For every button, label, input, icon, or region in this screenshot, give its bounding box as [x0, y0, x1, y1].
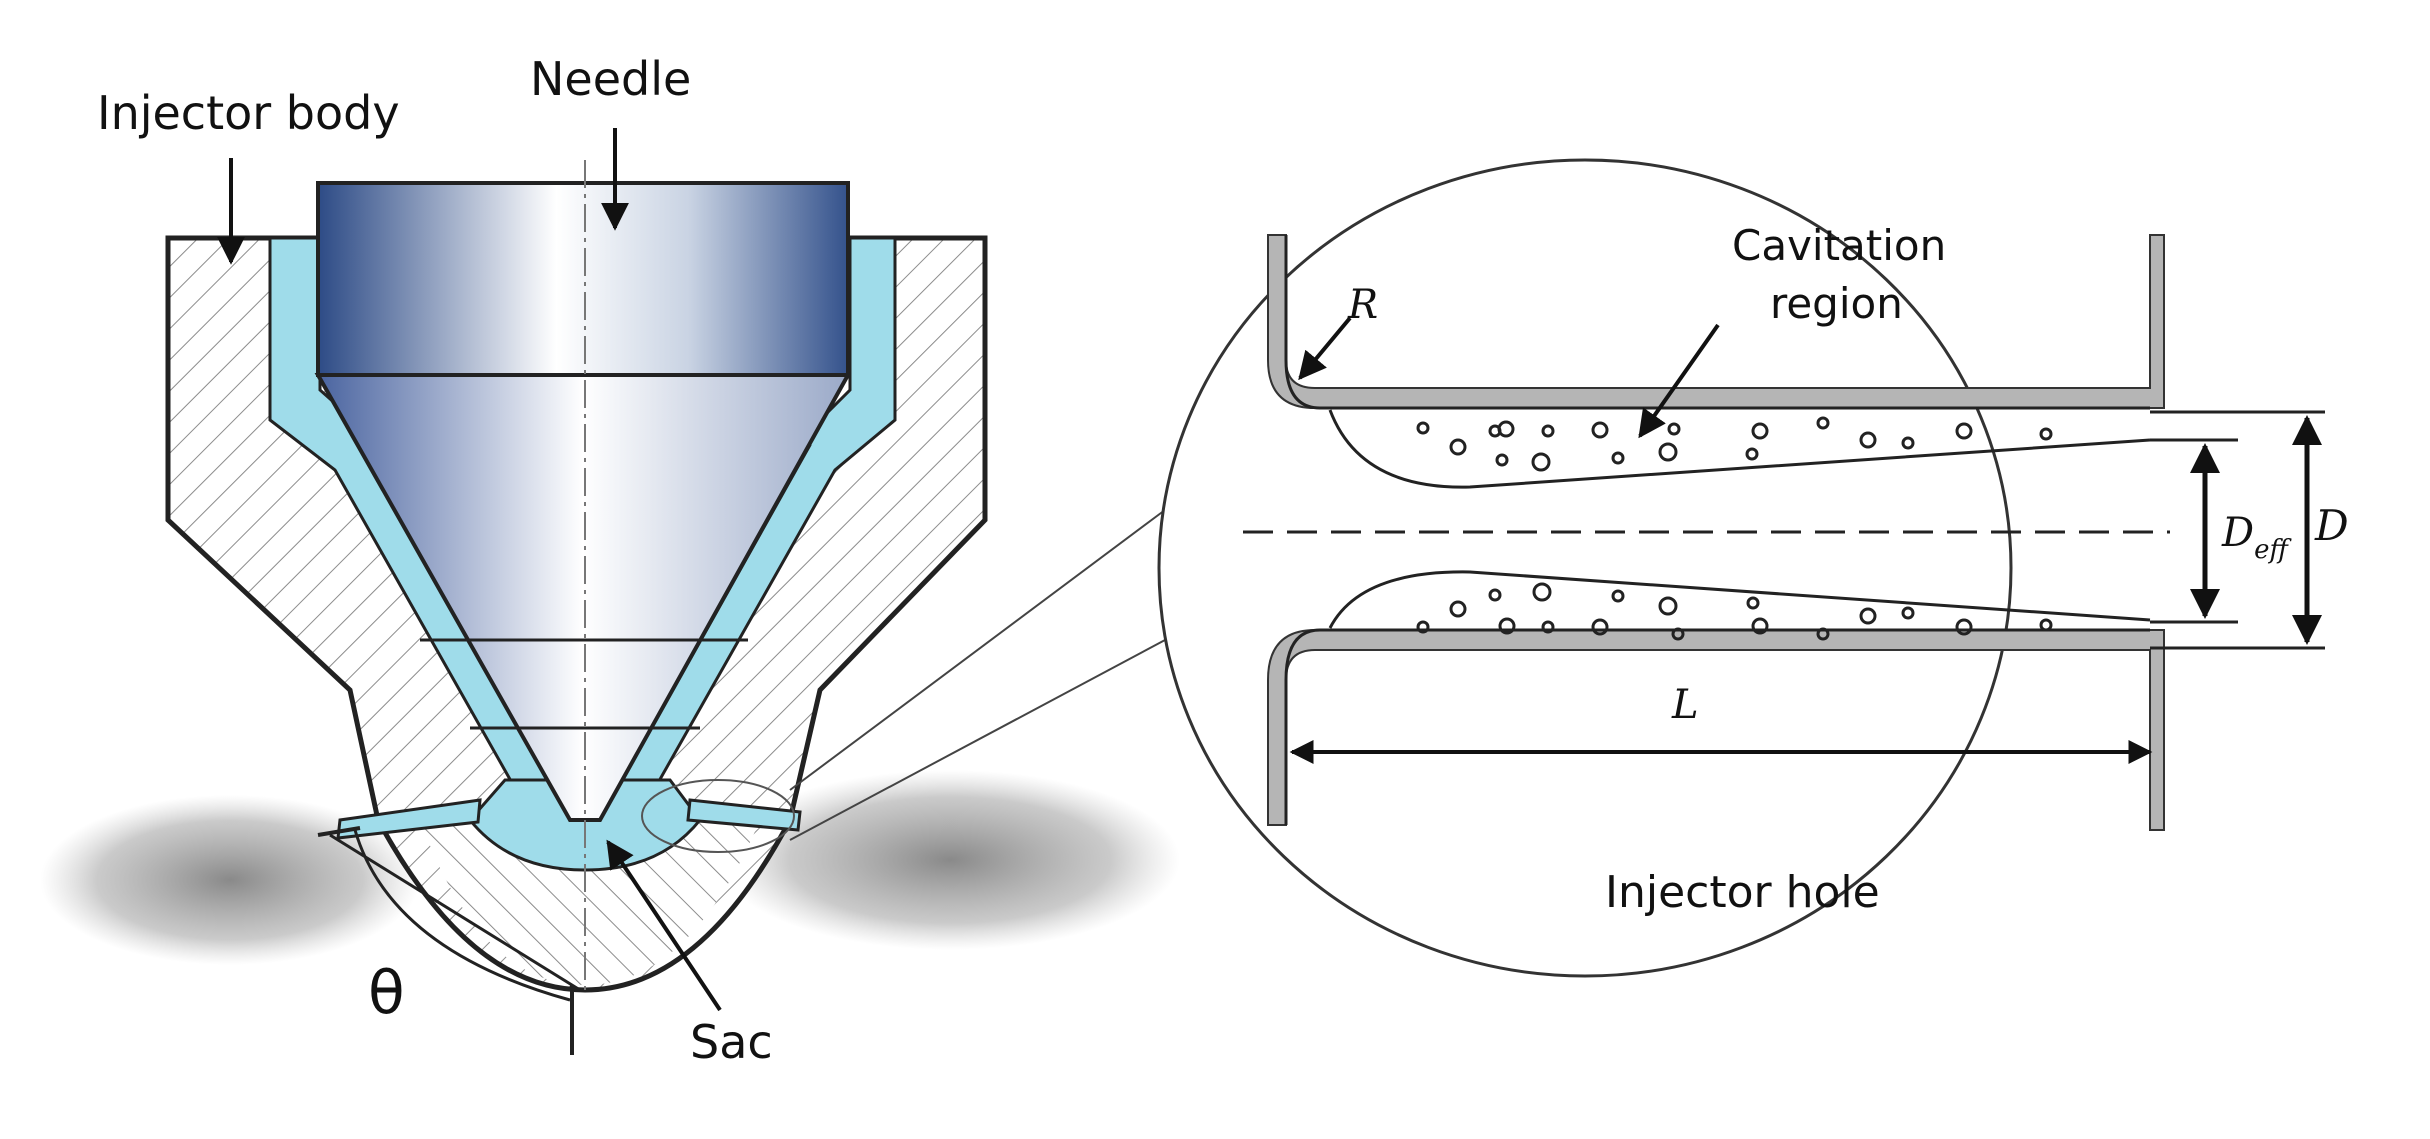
bubble: [1541, 424, 1555, 438]
bubble: [2039, 427, 2053, 441]
bubble: [1416, 620, 1430, 634]
zoom-connector-upper: [789, 509, 1166, 791]
bubble: [1591, 618, 1609, 636]
bubble: [1745, 447, 1759, 461]
spray-hole-left: [336, 798, 482, 840]
label-needle: Needle: [530, 52, 691, 106]
bubble: [1531, 452, 1551, 472]
bubble: [1816, 416, 1830, 430]
label-sac: Sac: [690, 1015, 773, 1069]
needle-cone: [314, 373, 852, 822]
bubble: [1611, 589, 1625, 603]
label-d-eff: Deff: [2221, 510, 2292, 565]
bubble: [1532, 582, 1552, 602]
bubble: [1751, 422, 1769, 440]
bubble: [1955, 422, 1973, 440]
bubble: [1497, 420, 1515, 438]
label-injector-hole: Injector hole: [1605, 867, 1880, 918]
bubble: [1449, 600, 1467, 618]
bubble: [1541, 620, 1555, 634]
bubble: [1901, 606, 1915, 620]
bubble: [1611, 451, 1625, 465]
bubble: [1746, 596, 1760, 610]
label-cavitation-line1: Cavitation: [1732, 221, 1946, 270]
bubble: [1667, 422, 1681, 436]
hole-detail: [1157, 158, 2325, 978]
bubble: [1955, 618, 1973, 636]
bubble: [1495, 453, 1509, 467]
bubble: [1859, 607, 1877, 625]
arrow-sac: [606, 839, 722, 1012]
bubble: [2039, 618, 2053, 632]
label-diameter: D: [2314, 501, 2349, 550]
bubble: [1901, 436, 1915, 450]
zoom-connector-lower: [789, 639, 1166, 841]
bubbles-lower: [1416, 582, 2053, 641]
bubble: [1671, 627, 1685, 641]
label-injector-body: Injector body: [97, 86, 400, 140]
hole-wall-upper: [1267, 234, 2165, 409]
bubble: [1816, 627, 1830, 641]
bubble: [1498, 617, 1516, 635]
zoom-callout-large: [1157, 158, 2013, 978]
cone-angle-arc: [353, 829, 571, 1002]
spray-hole-right: [686, 798, 802, 832]
arrow-cavitation: [1638, 323, 1720, 439]
bubble: [1751, 617, 1769, 635]
bubble: [1859, 431, 1877, 449]
label-length: L: [1671, 682, 1699, 728]
label-radius: R: [1347, 282, 1378, 328]
bubble: [1658, 442, 1678, 462]
arrow-radius: [1298, 316, 1352, 381]
bubble: [1449, 438, 1467, 456]
label-theta: θ: [368, 958, 405, 1028]
bubble: [1658, 596, 1678, 616]
bubble: [1488, 588, 1502, 602]
needle-cylinder: [316, 181, 850, 377]
zoom-callout-small: [641, 779, 795, 853]
label-cavitation-line2: region: [1770, 279, 1903, 328]
cavitation-envelope-upper: [1328, 409, 2151, 489]
spray-plume-left: [40, 795, 420, 965]
bubble: [1416, 421, 1430, 435]
bubble: [1591, 421, 1609, 439]
cavitation-envelope-lower: [1328, 570, 2151, 629]
nozzle-section: [40, 160, 1180, 1055]
bubbles-upper: [1416, 416, 2053, 472]
